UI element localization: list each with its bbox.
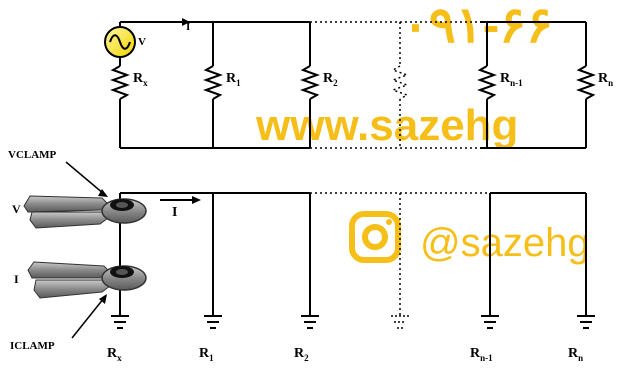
label-r2: R2 (323, 71, 338, 88)
resistor-r1 (203, 65, 223, 100)
top-circuit (110, 21, 596, 149)
ground-icon (204, 315, 222, 329)
ground-icon (481, 315, 499, 329)
watermark: ۰۹۱-۶۶ www.sazehg @sazehg (255, 0, 590, 265)
current-arrow-head-top (182, 18, 190, 26)
source-voltage-label: V (138, 36, 146, 48)
current-arrow-head-bottom (192, 196, 201, 204)
ground-icon (577, 315, 595, 329)
instagram-icon (349, 211, 401, 263)
label-rn: Rn (598, 71, 613, 88)
ground-label-rn: Rn (568, 346, 583, 363)
ground-label-rx: Rx (107, 346, 122, 363)
label-rn-1: Rn-1 (500, 71, 523, 88)
label-rx: Rx (133, 71, 148, 88)
top-current-label: I (186, 21, 190, 33)
iclamp-icon (27, 261, 147, 299)
watermark-website: www.sazehg (255, 101, 518, 150)
ground-label-rn-1: Rn-1 (470, 346, 493, 363)
ground-icon (391, 315, 409, 329)
label-r1: R1 (226, 71, 241, 88)
bottom-current-label: I (172, 205, 177, 220)
ac-source-icon (104, 26, 136, 58)
resistor-rx (110, 65, 130, 100)
resistor-rn (576, 65, 596, 100)
i-clamp-letter: I (14, 272, 19, 286)
vclamp-icon (23, 195, 147, 229)
watermark-phone: ۰۹۱-۶۶ (402, 0, 553, 53)
resistor-rn-1 (477, 65, 497, 100)
vclamp-label: VCLAMP (8, 149, 57, 161)
ground-label-r1: R1 (199, 346, 214, 363)
ground-icon (111, 315, 129, 329)
resistor-r2 (300, 65, 320, 100)
resistor-dotted (390, 22, 410, 148)
watermark-instagram: @sazehg (420, 221, 590, 265)
ground-icon (301, 315, 319, 329)
iclamp-pointer (71, 297, 105, 339)
ground-label-r2: R2 (294, 346, 309, 363)
iclamp-label: ICLAMP (10, 340, 55, 352)
vclamp-pointer (65, 161, 105, 195)
v-clamp-letter: V (12, 202, 21, 216)
